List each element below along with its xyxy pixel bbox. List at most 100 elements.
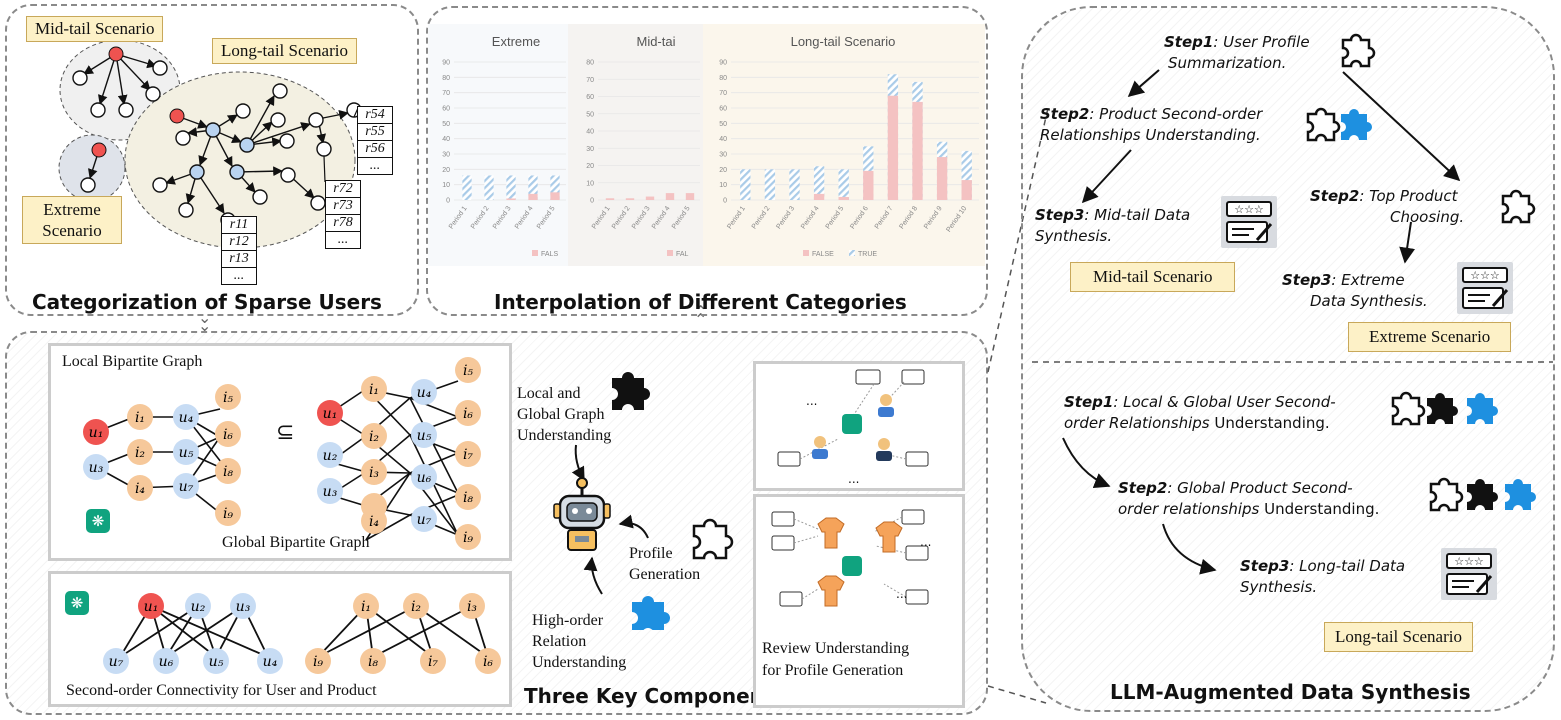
rb-step3-bold: Step3 bbox=[1240, 557, 1290, 575]
chart-0-bar-true-3 bbox=[528, 175, 538, 200]
down-chevron-icon: ⌄⌄ bbox=[198, 308, 212, 335]
svg-text:i₂: i₂ bbox=[135, 445, 145, 461]
svg-text:u₃: u₃ bbox=[89, 460, 104, 476]
chart-0-bar-false-3 bbox=[528, 193, 538, 200]
high-order-line-2: Relation bbox=[532, 633, 587, 650]
chart-2-title: Long-tail Scenario bbox=[791, 34, 896, 49]
matrix-c-cell-2: r13 bbox=[222, 251, 256, 268]
rt-step2b-text-b: Choosing. bbox=[1390, 208, 1465, 226]
chatgpt-logo-icon-4 bbox=[842, 556, 862, 576]
chart-1-ytick-4: 40 bbox=[586, 129, 594, 136]
svg-text:i₈: i₈ bbox=[368, 654, 378, 670]
node-u1-local bbox=[83, 419, 109, 445]
three-components-title: Three Key Components bbox=[524, 684, 786, 708]
rt-extreme-label: Extreme Scenario bbox=[1348, 322, 1512, 352]
svg-text:u₂: u₂ bbox=[323, 448, 338, 464]
chart-1-bar-false-2 bbox=[645, 196, 655, 200]
rt-step1-text-a: : User Profile bbox=[1213, 33, 1310, 51]
chart-0-ytick-5: 50 bbox=[442, 121, 450, 128]
puzzle-icon-rt-3 bbox=[1341, 109, 1372, 140]
chart-0-bar-true-1 bbox=[484, 175, 494, 200]
mid-tail-user-node bbox=[108, 46, 124, 62]
chart-0-bar-true-4 bbox=[550, 175, 560, 200]
chart-2-ytick-0: 0 bbox=[723, 198, 727, 205]
chart-2-legend-swatch-1 bbox=[849, 250, 855, 256]
svg-text:u₇: u₇ bbox=[109, 654, 124, 670]
svg-text:i₇: i₇ bbox=[428, 654, 438, 670]
puzzle-icon-rt-1 bbox=[1341, 33, 1376, 68]
second-order-box bbox=[48, 571, 512, 707]
chart-0-legend-label-0: FALS bbox=[541, 251, 558, 258]
puzzle-icon-rb-6 bbox=[1505, 479, 1536, 510]
global-bipartite-label: Global Bipartite Graph bbox=[222, 534, 370, 551]
rb-step2-text-a: : Global Product Second- bbox=[1167, 479, 1353, 497]
rating-matrix-c: r11 r12 r13 ... bbox=[221, 216, 257, 285]
review-card-icon-3 bbox=[1439, 546, 1499, 602]
rt-step3b-text-b: Data Synthesis. bbox=[1310, 292, 1428, 310]
matrix-b-cell-3: ... bbox=[337, 232, 349, 247]
chart-2-ytick-4: 40 bbox=[719, 136, 727, 143]
chart-0-title: Extreme bbox=[492, 34, 540, 49]
puzzle-icon-rt-2 bbox=[1306, 107, 1341, 142]
chart-2-bar-true-3 bbox=[813, 166, 825, 200]
svg-text:u₄: u₄ bbox=[179, 410, 194, 426]
svg-text:u₆: u₆ bbox=[417, 470, 432, 486]
rt-step3b-text-a: : Extreme bbox=[1331, 271, 1405, 289]
chart-2-ytick-1: 10 bbox=[719, 182, 727, 189]
chart-1-legend-label-0: FAL bbox=[676, 251, 689, 258]
high-order-label: High-order Relation Understanding bbox=[532, 610, 626, 673]
svg-text:u₇: u₇ bbox=[179, 479, 194, 495]
rt-mid-tail-label: Mid-tail Scenario bbox=[1070, 262, 1236, 292]
categorization-panel bbox=[5, 4, 419, 316]
review-ellipsis-1: ... bbox=[806, 394, 818, 408]
interpolation-panel bbox=[426, 6, 988, 316]
chart-2-bar-false-7 bbox=[912, 101, 923, 200]
rb-long-tail-label: Long-tail Scenario bbox=[1324, 622, 1473, 652]
svg-text:u₅: u₅ bbox=[179, 445, 194, 461]
chart-1-bar-false-1 bbox=[625, 198, 635, 200]
chart-2-bar-false-3 bbox=[813, 193, 825, 200]
chart-0-ytick-7: 70 bbox=[442, 90, 450, 97]
puzzle-icon-blue bbox=[632, 596, 670, 630]
chart-1-ytick-7: 70 bbox=[586, 77, 594, 84]
rt-step2a: Step2: Product Second-order Relationship… bbox=[1040, 104, 1262, 146]
rt-step1-text-b: Summarization. bbox=[1168, 54, 1287, 72]
high-order-line-1: High-order bbox=[532, 612, 604, 629]
chart-1-background bbox=[568, 24, 703, 266]
chart-0-bar-true-2 bbox=[506, 175, 516, 200]
profile-line-1: Profile bbox=[629, 545, 673, 562]
review-card-icon-1 bbox=[1219, 194, 1279, 250]
rb-step1-text-b-it: order Relationships bbox=[1064, 414, 1210, 432]
puzzle-icon-outline bbox=[692, 518, 734, 560]
chart-2-ytick-8: 80 bbox=[719, 75, 727, 82]
svg-text:u₆: u₆ bbox=[159, 654, 174, 670]
svg-text:i₆: i₆ bbox=[223, 427, 233, 443]
chart-0-bar-false-4 bbox=[550, 192, 560, 200]
chart-0-ytick-9: 90 bbox=[442, 60, 450, 67]
matrix-a-cell-2: r56 bbox=[358, 141, 392, 158]
chart-0-ytick-3: 30 bbox=[442, 152, 450, 159]
review-line-1: Review Understanding bbox=[762, 640, 910, 657]
categorization-graph bbox=[58, 39, 362, 249]
chart-1-ytick-6: 60 bbox=[586, 94, 594, 101]
svg-text:i₉: i₉ bbox=[313, 654, 323, 670]
robot-icon bbox=[553, 477, 611, 551]
long-tail-user-node bbox=[169, 108, 185, 124]
profile-generation-label: Profile Generation bbox=[629, 543, 700, 585]
chatgpt-logo-icon-3 bbox=[842, 414, 862, 434]
rt-step2b: Step2: Top Product Choosing. bbox=[1310, 186, 1464, 228]
matrix-c-cell-0: r11 bbox=[222, 217, 256, 234]
second-order-label: Second-order Connectivity for User and P… bbox=[66, 682, 377, 699]
puzzle-icon-rb-2 bbox=[1427, 393, 1458, 424]
svg-text:i₈: i₈ bbox=[463, 490, 473, 506]
chart-1-ytick-5: 50 bbox=[586, 111, 594, 118]
matrix-a-cell-1: r55 bbox=[358, 124, 392, 141]
chart-0-ytick-6: 60 bbox=[442, 106, 450, 113]
categorization-title: Categorization of Sparse Users bbox=[32, 290, 382, 314]
chart-2-bar-true-9 bbox=[961, 150, 972, 200]
chart-0-ytick-0: 0 bbox=[446, 198, 450, 205]
puzzle-icon-rb-5 bbox=[1467, 479, 1498, 510]
chart-2-legend-label-1: TRUE bbox=[858, 251, 877, 258]
review-illustration bbox=[771, 369, 929, 607]
rb-step3: Step3: Long-tail Data Synthesis. bbox=[1240, 556, 1405, 598]
